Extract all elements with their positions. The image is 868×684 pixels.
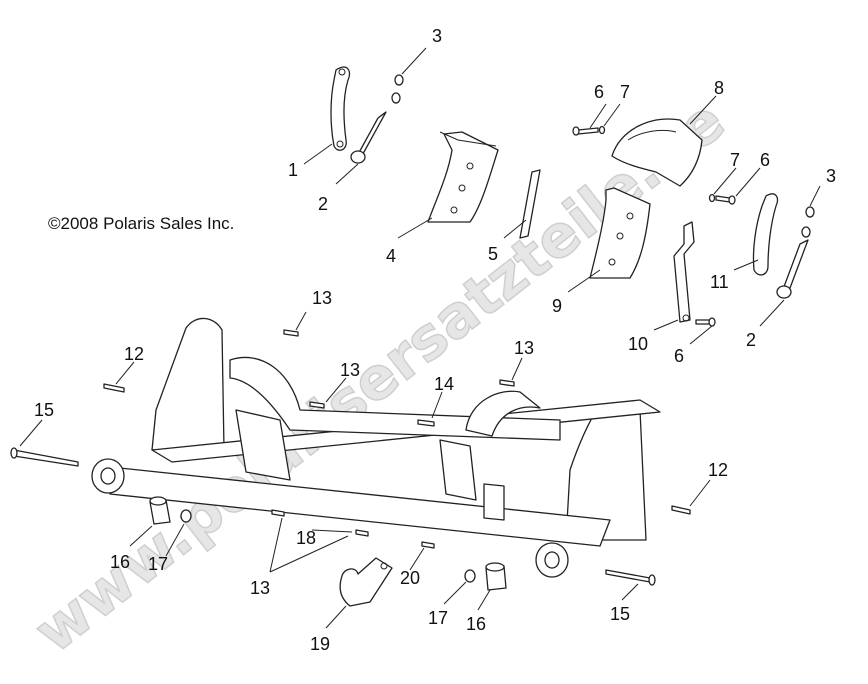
- callout-17-left: 17: [148, 554, 168, 574]
- part-6-bolt-lower: [695, 317, 716, 327]
- part-12-bolt-left: [103, 383, 125, 393]
- copyright-notice: ©2008 Polaris Sales Inc.: [48, 214, 234, 233]
- callout-labels: 1 2 3 4 5 6 7 8 7 6 3 11 9 10 6 2 13 12 …: [34, 26, 836, 654]
- part-2-pin-right: [776, 239, 809, 299]
- callout-4: 4: [386, 246, 396, 266]
- part-12-bolt-right: [671, 505, 691, 515]
- part-7-washer-right: [708, 193, 716, 203]
- part-4-bracket: [427, 131, 499, 223]
- part-13-bolt-top: [283, 329, 299, 337]
- callout-1: 1: [288, 160, 298, 180]
- callout-15-left: 15: [34, 400, 54, 420]
- part-15-bolt-right: [605, 569, 656, 586]
- callout-7-top: 7: [620, 82, 630, 102]
- callout-14: 14: [434, 374, 454, 394]
- part-7-washer-top: [598, 125, 606, 135]
- part-6-bolt-top: [572, 126, 599, 136]
- callout-15-right: 15: [610, 604, 630, 624]
- callout-12-left: 12: [124, 344, 144, 364]
- part-17-nut-left: [180, 509, 192, 523]
- leader-lines: [19, 47, 821, 629]
- callout-13-top: 13: [312, 288, 332, 308]
- part-3-nuts: [391, 74, 404, 104]
- part-15-bolt-left: [10, 447, 79, 467]
- callout-13-lower: 13: [250, 578, 270, 598]
- callout-18: 18: [296, 528, 316, 548]
- part-9-bracket: [589, 187, 651, 279]
- part-8-cover: [611, 118, 703, 187]
- callout-10: 10: [628, 334, 648, 354]
- part-11-link: [752, 193, 779, 276]
- part-10-plate: [673, 221, 695, 323]
- callout-11: 11: [710, 272, 729, 292]
- part-14-bolt: [417, 419, 435, 427]
- callout-16-left: 16: [110, 552, 130, 572]
- callout-13-right: 13: [514, 338, 534, 358]
- callout-8: 8: [714, 78, 724, 98]
- part-13-bolt-mid: [309, 401, 325, 409]
- callout-17-right: 17: [428, 608, 448, 628]
- callout-5: 5: [488, 244, 498, 264]
- part-18-bolt: [355, 529, 369, 537]
- part-1-link: [330, 66, 351, 151]
- callout-3-right: 3: [826, 166, 836, 186]
- callout-6-right: 6: [760, 150, 770, 170]
- callout-6-top: 6: [594, 82, 604, 102]
- part-20-bolt: [421, 541, 435, 549]
- part-13-bolt-upper-right: [499, 379, 515, 387]
- callout-20: 20: [400, 568, 420, 588]
- part-19-idler-bracket: [339, 557, 393, 607]
- callout-2-left: 2: [318, 194, 328, 214]
- part-16-spacer-right: [485, 562, 507, 591]
- callout-13-mid: 13: [340, 360, 360, 380]
- callout-12-right: 12: [708, 460, 728, 480]
- callout-9: 9: [552, 296, 562, 316]
- part-13-bolt-lower: [271, 509, 285, 517]
- part-3-nuts-right: [801, 206, 815, 238]
- part-16-spacer-left: [149, 496, 171, 525]
- callout-7-right: 7: [730, 150, 740, 170]
- part-6-bolt-right: [715, 195, 736, 205]
- part-17-nut-right: [464, 569, 476, 583]
- main-frame-assembly: [91, 317, 661, 578]
- part-2-pin: [350, 111, 387, 164]
- callout-19: 19: [310, 634, 330, 654]
- callout-2-right: 2: [746, 330, 756, 350]
- callout-6-lower: 6: [674, 346, 684, 366]
- callout-16-right: 16: [466, 614, 486, 634]
- callout-3-left: 3: [432, 26, 442, 46]
